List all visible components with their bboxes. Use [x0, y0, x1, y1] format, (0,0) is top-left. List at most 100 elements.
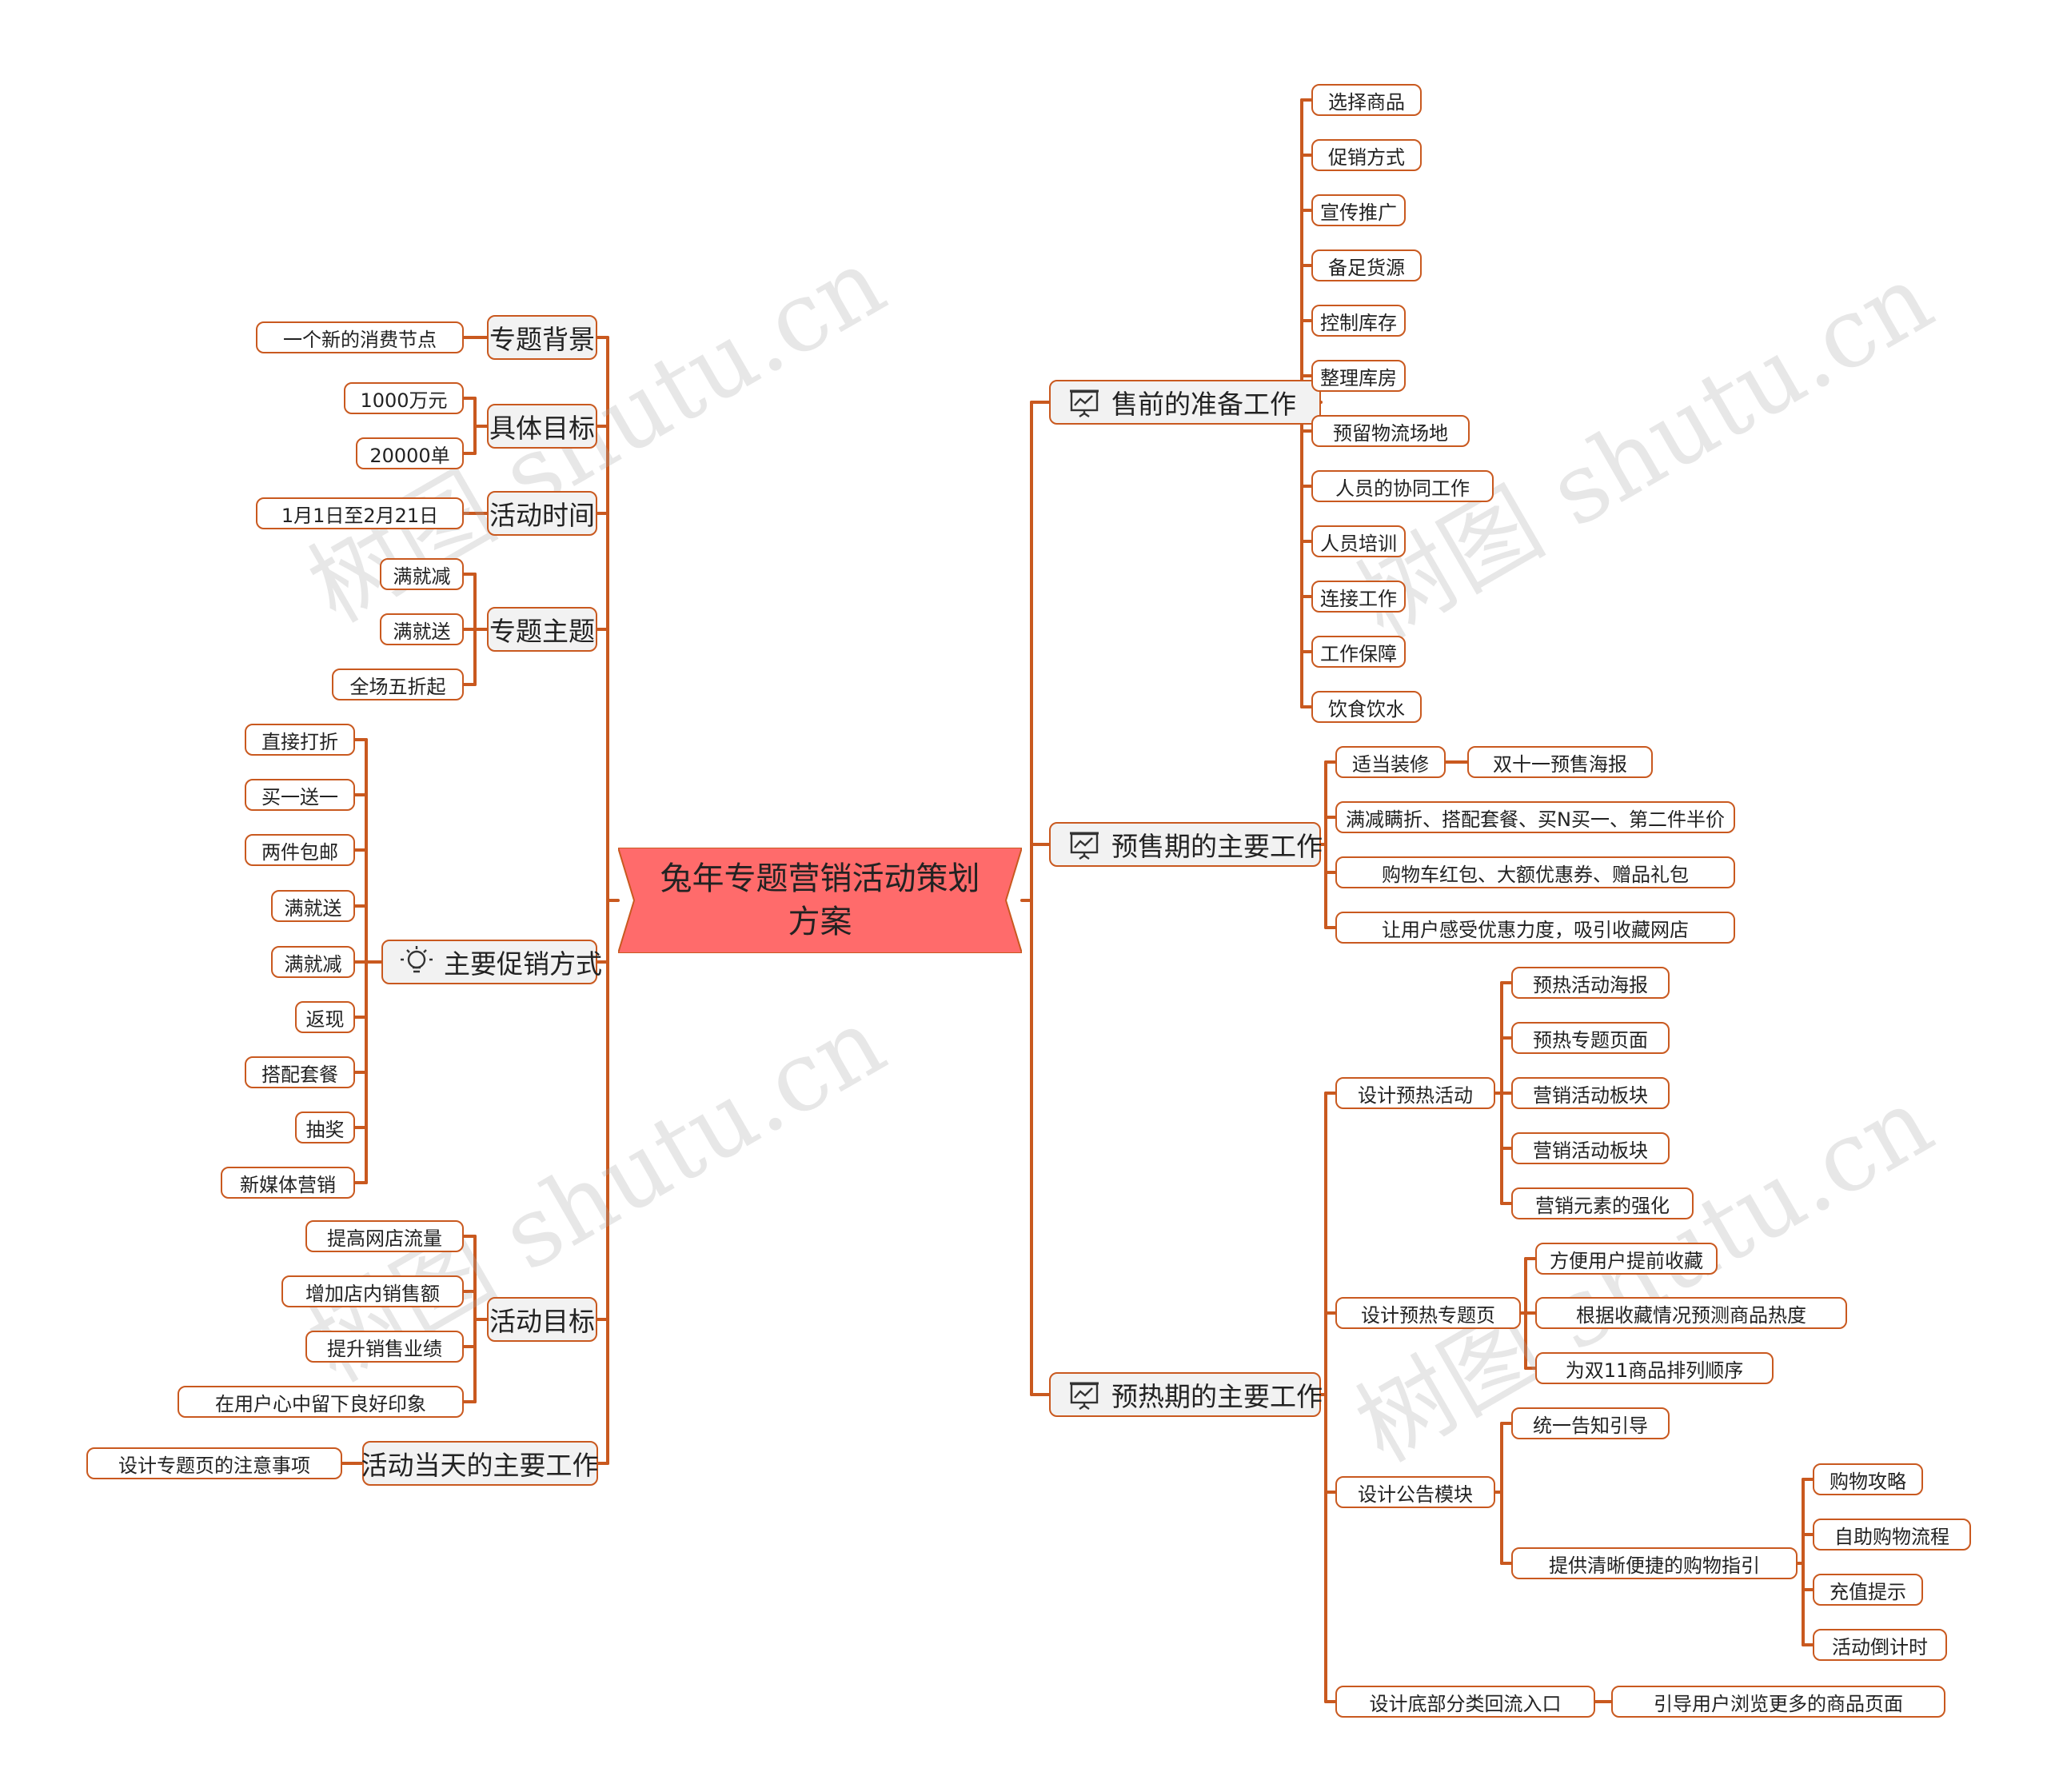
leaf-node-label: 满就减 [284, 952, 342, 976]
leaf-node-label: 新媒体营销 [240, 1173, 336, 1196]
leaf-node[interactable]: 购物攻略 [1813, 1463, 1923, 1495]
leaf-node[interactable]: 为双11商品排列顺序 [1535, 1352, 1774, 1384]
lightbulb-icon [401, 946, 433, 973]
branch-1[interactable]: 专题背景 [487, 315, 597, 360]
leaf-node[interactable]: 新媒体营销 [221, 1167, 355, 1199]
branch-r3[interactable]: 预热期的主要工作 [1049, 1372, 1323, 1417]
leaf-node[interactable]: 设计底部分类回流入口 [1335, 1686, 1595, 1718]
leaf-node[interactable]: 满就减 [271, 946, 355, 978]
leaf-node[interactable]: 提高网店流量 [305, 1220, 464, 1252]
branch-3[interactable]: 活动时间 [487, 491, 597, 536]
branch-4[interactable]: 专题主题 [487, 607, 597, 652]
leaf-node[interactable]: 适当装修 [1335, 746, 1446, 778]
leaf-node[interactable]: 营销活动板块 [1511, 1132, 1670, 1164]
leaf-node-label: 预热活动海报 [1533, 973, 1648, 996]
leaf-node[interactable]: 促销方式 [1311, 139, 1422, 171]
leaf-node[interactable]: 1000万元 [344, 382, 464, 414]
leaf-node[interactable]: 设计专题页的注意事项 [86, 1447, 342, 1479]
leaf-node[interactable]: 抽奖 [295, 1112, 355, 1143]
root-topic[interactable]: 兔年专题营销活动策划方案 [618, 848, 1022, 953]
leaf-node-label: 20000单 [369, 444, 450, 467]
branch-6[interactable]: 活动目标 [487, 1297, 597, 1342]
leaf-node[interactable]: 设计预热活动 [1335, 1077, 1495, 1109]
leaf-node-label: 设计公告模块 [1358, 1483, 1473, 1506]
leaf-node-label: 满就送 [284, 896, 342, 920]
leaf-node[interactable]: 满就送 [380, 613, 464, 645]
leaf-node[interactable]: 宣传推广 [1311, 194, 1406, 226]
leaf-node-label: 满就送 [393, 620, 451, 643]
leaf-node-label: 营销活动板块 [1533, 1084, 1648, 1107]
leaf-node[interactable]: 营销活动板块 [1511, 1077, 1670, 1109]
leaf-node-label: 备足货源 [1328, 256, 1405, 279]
leaf-node[interactable]: 满就送 [271, 890, 355, 922]
presentation-chart-icon [1070, 1382, 1099, 1410]
leaf-node[interactable]: 直接打折 [245, 724, 355, 756]
leaf-node[interactable]: 连接工作 [1311, 581, 1406, 613]
leaf-node-label: 抽奖 [305, 1118, 345, 1141]
leaf-node[interactable]: 满减瞒折、搭配套餐、买N买一、第二件半价 [1335, 801, 1735, 833]
leaf-node[interactable]: 搭配套餐 [245, 1056, 355, 1088]
leaf-node[interactable]: 人员培训 [1311, 525, 1406, 557]
leaf-node[interactable]: 选择商品 [1311, 84, 1422, 116]
leaf-node-label: 购物车红包、大额优惠券、赠品礼包 [1382, 863, 1689, 886]
leaf-node[interactable]: 活动倒计时 [1813, 1629, 1947, 1661]
leaf-node[interactable]: 人员的协同工作 [1311, 470, 1494, 502]
leaf-node[interactable]: 双十一预售海报 [1467, 746, 1653, 778]
leaf-node[interactable]: 工作保障 [1311, 636, 1406, 668]
leaf-node[interactable]: 让用户感受优惠力度，吸引收藏网店 [1335, 912, 1735, 944]
leaf-node-label: 增加店内销售额 [305, 1282, 440, 1305]
branch-r1-label: 售前的准备工作 [1111, 389, 1296, 420]
leaf-node[interactable]: 饮食饮水 [1311, 691, 1422, 723]
leaf-node[interactable]: 买一送一 [245, 779, 355, 811]
leaf-node[interactable]: 预留物流场地 [1311, 415, 1470, 447]
branch-r2-label: 预售期的主要工作 [1111, 831, 1323, 862]
leaf-node-label: 充值提示 [1830, 1580, 1906, 1603]
leaf-node-label: 预留物流场地 [1333, 421, 1448, 445]
branch-5-label: 主要促销方式 [444, 948, 602, 980]
leaf-node[interactable]: 全场五折起 [332, 669, 464, 700]
root-banner-shape [618, 848, 1022, 953]
leaf-node[interactable]: 提升销售业绩 [305, 1331, 464, 1363]
leaf-node[interactable]: 设计预热专题页 [1335, 1297, 1521, 1329]
leaf-node[interactable]: 整理库房 [1311, 360, 1406, 392]
leaf-node[interactable]: 满就减 [380, 558, 464, 590]
leaf-node[interactable]: 提供清晰便捷的购物指引 [1511, 1547, 1798, 1579]
leaf-node[interactable]: 控制库存 [1311, 305, 1406, 337]
leaf-node[interactable]: 预热专题页面 [1511, 1022, 1670, 1054]
leaf-node[interactable]: 根据收藏情况预测商品热度 [1535, 1297, 1847, 1329]
leaf-node[interactable]: 在用户心中留下良好印象 [178, 1386, 464, 1418]
leaf-node[interactable]: 20000单 [356, 437, 464, 469]
leaf-node-label: 营销元素的强化 [1535, 1194, 1670, 1217]
branch-r1[interactable]: 售前的准备工作 [1049, 380, 1321, 425]
leaf-node[interactable]: 一个新的消费节点 [256, 321, 464, 353]
leaf-node[interactable]: 统一告知引导 [1511, 1407, 1670, 1439]
leaf-node[interactable]: 预热活动海报 [1511, 967, 1670, 999]
leaf-node-label: 适当装修 [1352, 752, 1429, 776]
leaf-node[interactable]: 增加店内销售额 [281, 1275, 464, 1307]
branch-2-label: 具体目标 [489, 413, 595, 444]
leaf-node-label: 预热专题页面 [1533, 1028, 1648, 1052]
leaf-node[interactable]: 两件包邮 [245, 834, 355, 866]
leaf-node[interactable]: 设计公告模块 [1335, 1476, 1495, 1508]
leaf-node[interactable]: 引导用户浏览更多的商品页面 [1611, 1686, 1945, 1718]
leaf-node[interactable]: 1月1日至2月21日 [256, 497, 464, 529]
leaf-node[interactable]: 营销元素的强化 [1511, 1187, 1694, 1219]
leaf-node[interactable]: 方便用户提前收藏 [1535, 1243, 1718, 1275]
leaf-node[interactable]: 充值提示 [1813, 1574, 1923, 1606]
branch-7[interactable]: 活动当天的主要工作 [361, 1441, 599, 1486]
leaf-node-label: 饮食饮水 [1328, 697, 1405, 720]
leaf-node[interactable]: 自助购物流程 [1813, 1519, 1971, 1551]
leaf-node-label: 整理库房 [1320, 366, 1397, 389]
branch-2[interactable]: 具体目标 [487, 404, 597, 449]
leaf-node[interactable]: 购物车红包、大额优惠券、赠品礼包 [1335, 856, 1735, 888]
leaf-node-label: 满就减 [393, 565, 451, 588]
leaf-node-label: 人员的协同工作 [1335, 477, 1470, 500]
branch-r2[interactable]: 预售期的主要工作 [1049, 822, 1323, 867]
leaf-node[interactable]: 备足货源 [1311, 249, 1422, 281]
branch-5[interactable]: 主要促销方式 [381, 940, 602, 984]
root-title: 兔年专题营销活动策划方案 [660, 860, 980, 940]
leaf-node-label: 买一送一 [261, 785, 338, 808]
leaf-node-label: 提高网店流量 [327, 1227, 442, 1250]
branch-7-label: 活动当天的主要工作 [361, 1450, 599, 1481]
leaf-node[interactable]: 返现 [295, 1001, 355, 1033]
